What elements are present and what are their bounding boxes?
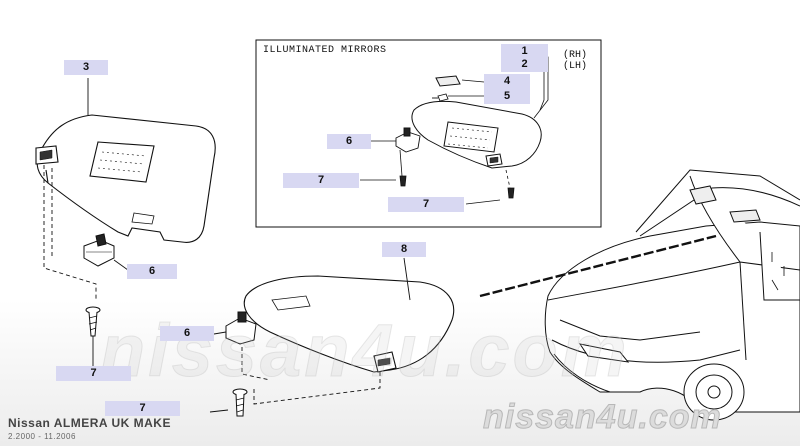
callout-6-left[interactable]: 6 xyxy=(127,264,177,279)
callout-6-inset[interactable]: 6 xyxy=(327,134,371,149)
brand-logo-text: nissan4u.com xyxy=(483,398,722,437)
callout-3[interactable]: 3 xyxy=(64,60,108,75)
side-label-rh: (RH) xyxy=(563,50,588,61)
callout-8[interactable]: 8 xyxy=(382,242,426,257)
clip-inset xyxy=(395,127,421,153)
clip-right xyxy=(225,311,257,345)
screw-inset-a xyxy=(399,175,407,187)
callout-1[interactable]: 1 xyxy=(501,44,548,59)
callout-6-right[interactable]: 6 xyxy=(160,326,214,341)
side-label-lh: (LH) xyxy=(563,61,588,72)
screw-left xyxy=(85,306,101,337)
callout-7-right[interactable]: 7 xyxy=(105,401,180,416)
production-dates: 2.2000 - 11.2006 xyxy=(8,432,76,441)
callout-7-left[interactable]: 7 xyxy=(56,366,131,381)
illuminated-visor xyxy=(411,100,542,169)
vehicle-model-label: Nissan ALMERA UK MAKE xyxy=(8,416,171,430)
car-illustration xyxy=(544,169,800,421)
screw-inset-b xyxy=(507,187,515,199)
mirror-bulb xyxy=(432,93,449,102)
callout-4[interactable]: 4 xyxy=(484,74,530,89)
headlining-strip xyxy=(479,234,717,298)
watermark-text: nissan4u.com xyxy=(100,309,630,393)
callout-7-inset-b[interactable]: 7 xyxy=(388,197,464,212)
sun-visor-left xyxy=(35,114,216,243)
callout-5[interactable]: 5 xyxy=(484,89,530,104)
clip-left xyxy=(83,233,115,267)
mirror-lamp-cover xyxy=(435,75,461,87)
callout-2[interactable]: 2 xyxy=(501,57,548,72)
callout-7-inset-a[interactable]: 7 xyxy=(283,173,359,188)
inset-title: ILLUMINATED MIRRORS xyxy=(263,45,387,56)
sun-visor-right xyxy=(243,275,455,373)
inset-frame xyxy=(255,39,602,228)
screw-right xyxy=(232,388,248,417)
